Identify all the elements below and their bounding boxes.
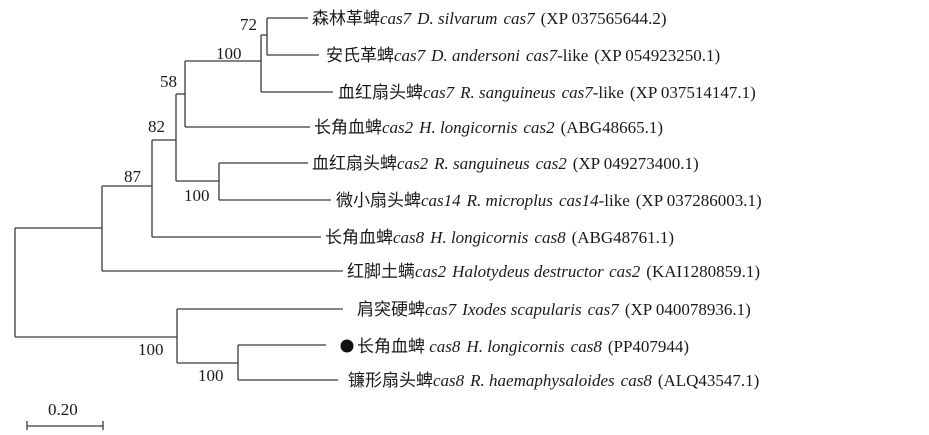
- bootstrap-100-d: 100: [198, 366, 224, 385]
- bootstrap-87: 87: [124, 167, 142, 186]
- bootstrap-values: 72 100 58 82 100 87 100 100: [124, 15, 257, 385]
- scale-bar-label: 0.20: [48, 400, 78, 419]
- bootstrap-100-c: 100: [138, 340, 164, 359]
- tree-branches: [14, 17, 343, 381]
- bootstrap-58: 58: [160, 72, 177, 91]
- scale-bar-line: [26, 421, 104, 430]
- bootstrap-72: 72: [240, 15, 257, 34]
- scale-bar: 0.20: [26, 400, 104, 430]
- marker-circle-icon: [340, 339, 354, 353]
- bootstrap-82: 82: [148, 117, 165, 136]
- bootstrap-100-a: 100: [216, 44, 242, 63]
- bootstrap-100-b: 100: [184, 186, 210, 205]
